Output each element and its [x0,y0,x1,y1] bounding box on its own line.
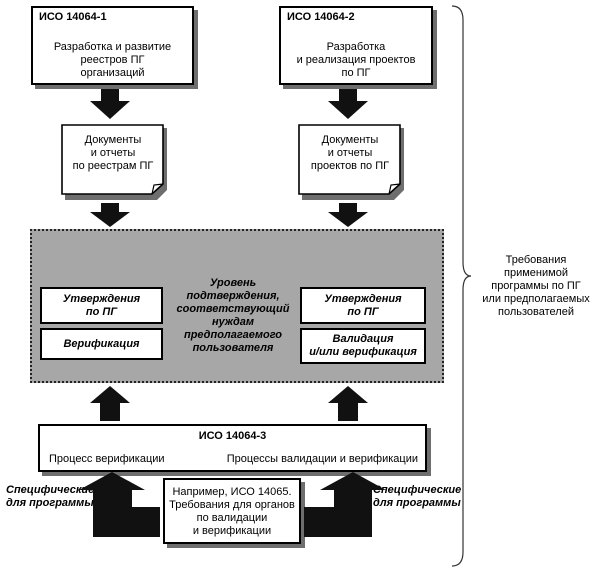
iso-14064-1-title: ИСО 14064-1 [39,11,107,23]
validation-verification-processes-label: Процессы валидации и верификации [226,453,418,465]
document-icon [298,124,404,200]
left-ghg-assertions: Утверждения по ПГ [40,287,163,324]
right-validation-verification: Валидация и/или верификация [300,328,426,364]
doc-registry-reports: Документы и отчеты по реестрам ПГ [61,124,167,200]
doc-project-reports: Документы и отчеты проектов по ПГ [298,124,404,200]
doc-project-text: Документы и отчеты проектов по ПГ [310,134,390,172]
doc-registry-text: Документы и отчеты по реестрам ПГ [72,134,154,172]
iso-14065-text: Например, ИСО 14065. Требования для орга… [169,486,295,537]
arrow-down-icon [90,203,130,227]
right-brace-icon [451,5,472,567]
iso-14064-2-title: ИСО 14064-2 [287,11,355,23]
iso-14064-2-text: Разработка и реализация проектов по ПГ [296,41,416,79]
arrow-up-icon [90,386,130,421]
bent-arrow-left-icon [79,472,160,537]
left-verification: Верификация [40,328,163,360]
program-specific-left: Специфические для программы [6,484,95,509]
iso-14064-3-box: ИСО 14064-3 Процесс верификации Процессы… [38,424,427,472]
program-requirements-label: Требования применимой программы по ПГ ил… [482,254,590,318]
iso-14064-3-title: ИСО 14064-3 [198,430,267,442]
verification-process-label: Процесс верификации [49,453,165,465]
bent-arrow-right-icon [304,472,386,537]
iso-14064-2-box: ИСО 14064-2 Разработка и реализация прое… [279,6,433,85]
document-icon [61,124,167,200]
assurance-level-label: Уровень подтверждения, соответствующий н… [176,277,290,354]
program-specific-right: Специфические для программы [373,484,462,509]
arrow-down-icon [328,89,368,119]
iso-14065-box: Например, ИСО 14065. Требования для орга… [163,478,301,544]
iso-14064-1-box: ИСО 14064-1 Разработка и развитие реестр… [31,6,194,85]
iso-14064-1-text: Разработка и развитие реестров ПГ органи… [53,41,172,79]
right-ghg-assertions: Утверждения по ПГ [300,287,426,324]
arrow-down-icon [328,203,368,227]
arrow-up-icon [328,386,368,421]
arrow-down-icon [90,89,130,119]
